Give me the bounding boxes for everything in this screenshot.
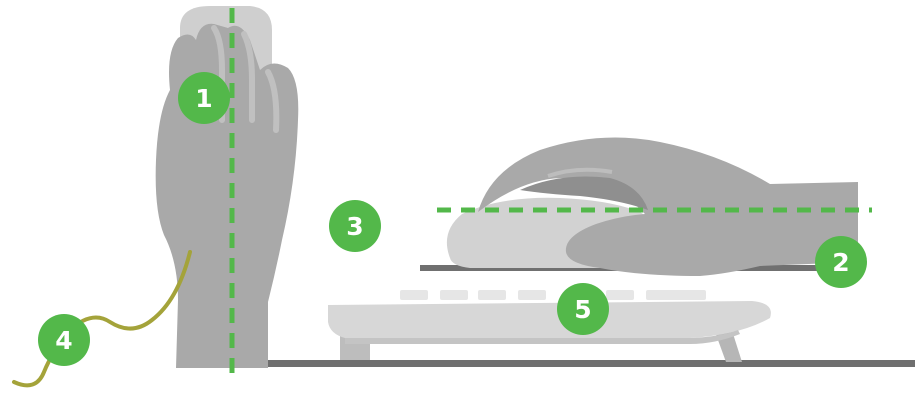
keyboard-icon bbox=[328, 290, 771, 362]
label-badge-4: 4 bbox=[38, 314, 90, 366]
label-badge-3: 3 bbox=[329, 200, 381, 252]
vertical-mouse-hand-icon bbox=[156, 24, 299, 368]
label-badge-2: 2 bbox=[815, 236, 867, 288]
label-badge-1: 1 bbox=[178, 72, 230, 124]
label-badge-5: 5 bbox=[557, 283, 609, 335]
desk-surface bbox=[262, 360, 915, 367]
mouse-cable-icon bbox=[14, 252, 190, 385]
